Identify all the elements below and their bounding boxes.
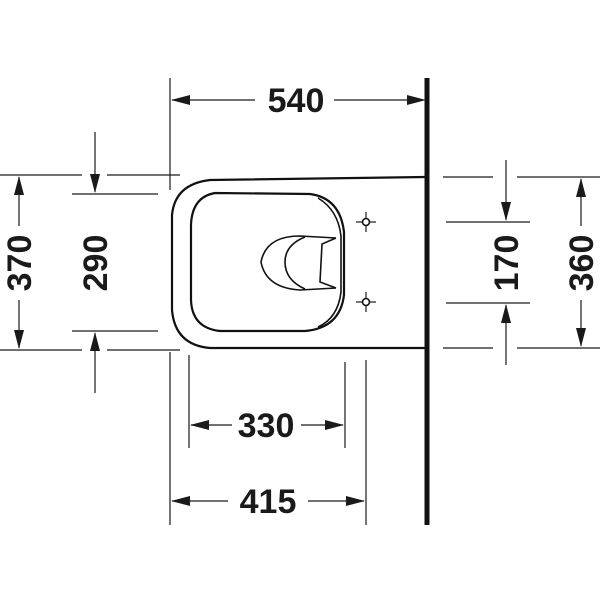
- dimension-label-170: 170: [488, 235, 526, 292]
- flush-outlet-outer: [260, 235, 337, 291]
- dimension-290: 290: [72, 132, 158, 393]
- dimension-label-540: 540: [268, 82, 325, 120]
- dimension-415: 415: [169, 352, 367, 525]
- dimension-370: 370: [0, 174, 180, 351]
- dimension-label-370: 370: [1, 235, 39, 292]
- dimension-360: 360: [443, 176, 600, 349]
- fixing-point-lower: [356, 292, 376, 312]
- toilet-outline: [170, 175, 426, 350]
- outer-rim: [170, 175, 426, 350]
- dimension-label-330: 330: [238, 407, 295, 445]
- flush-outlet-inner: [284, 236, 306, 290]
- dimension-540: 540: [169, 78, 426, 190]
- inner-bowl: [189, 191, 346, 333]
- flush-outlet-mouth: [319, 237, 337, 289]
- dimension-170: 170: [446, 160, 530, 365]
- fixing-point-upper: [356, 212, 376, 232]
- inner-bowl-edge: [317, 197, 342, 328]
- dimension-label-415: 415: [240, 483, 297, 521]
- dimension-label-290: 290: [77, 235, 115, 292]
- dimension-label-360: 360: [563, 235, 600, 292]
- dimension-330: 330: [188, 355, 346, 448]
